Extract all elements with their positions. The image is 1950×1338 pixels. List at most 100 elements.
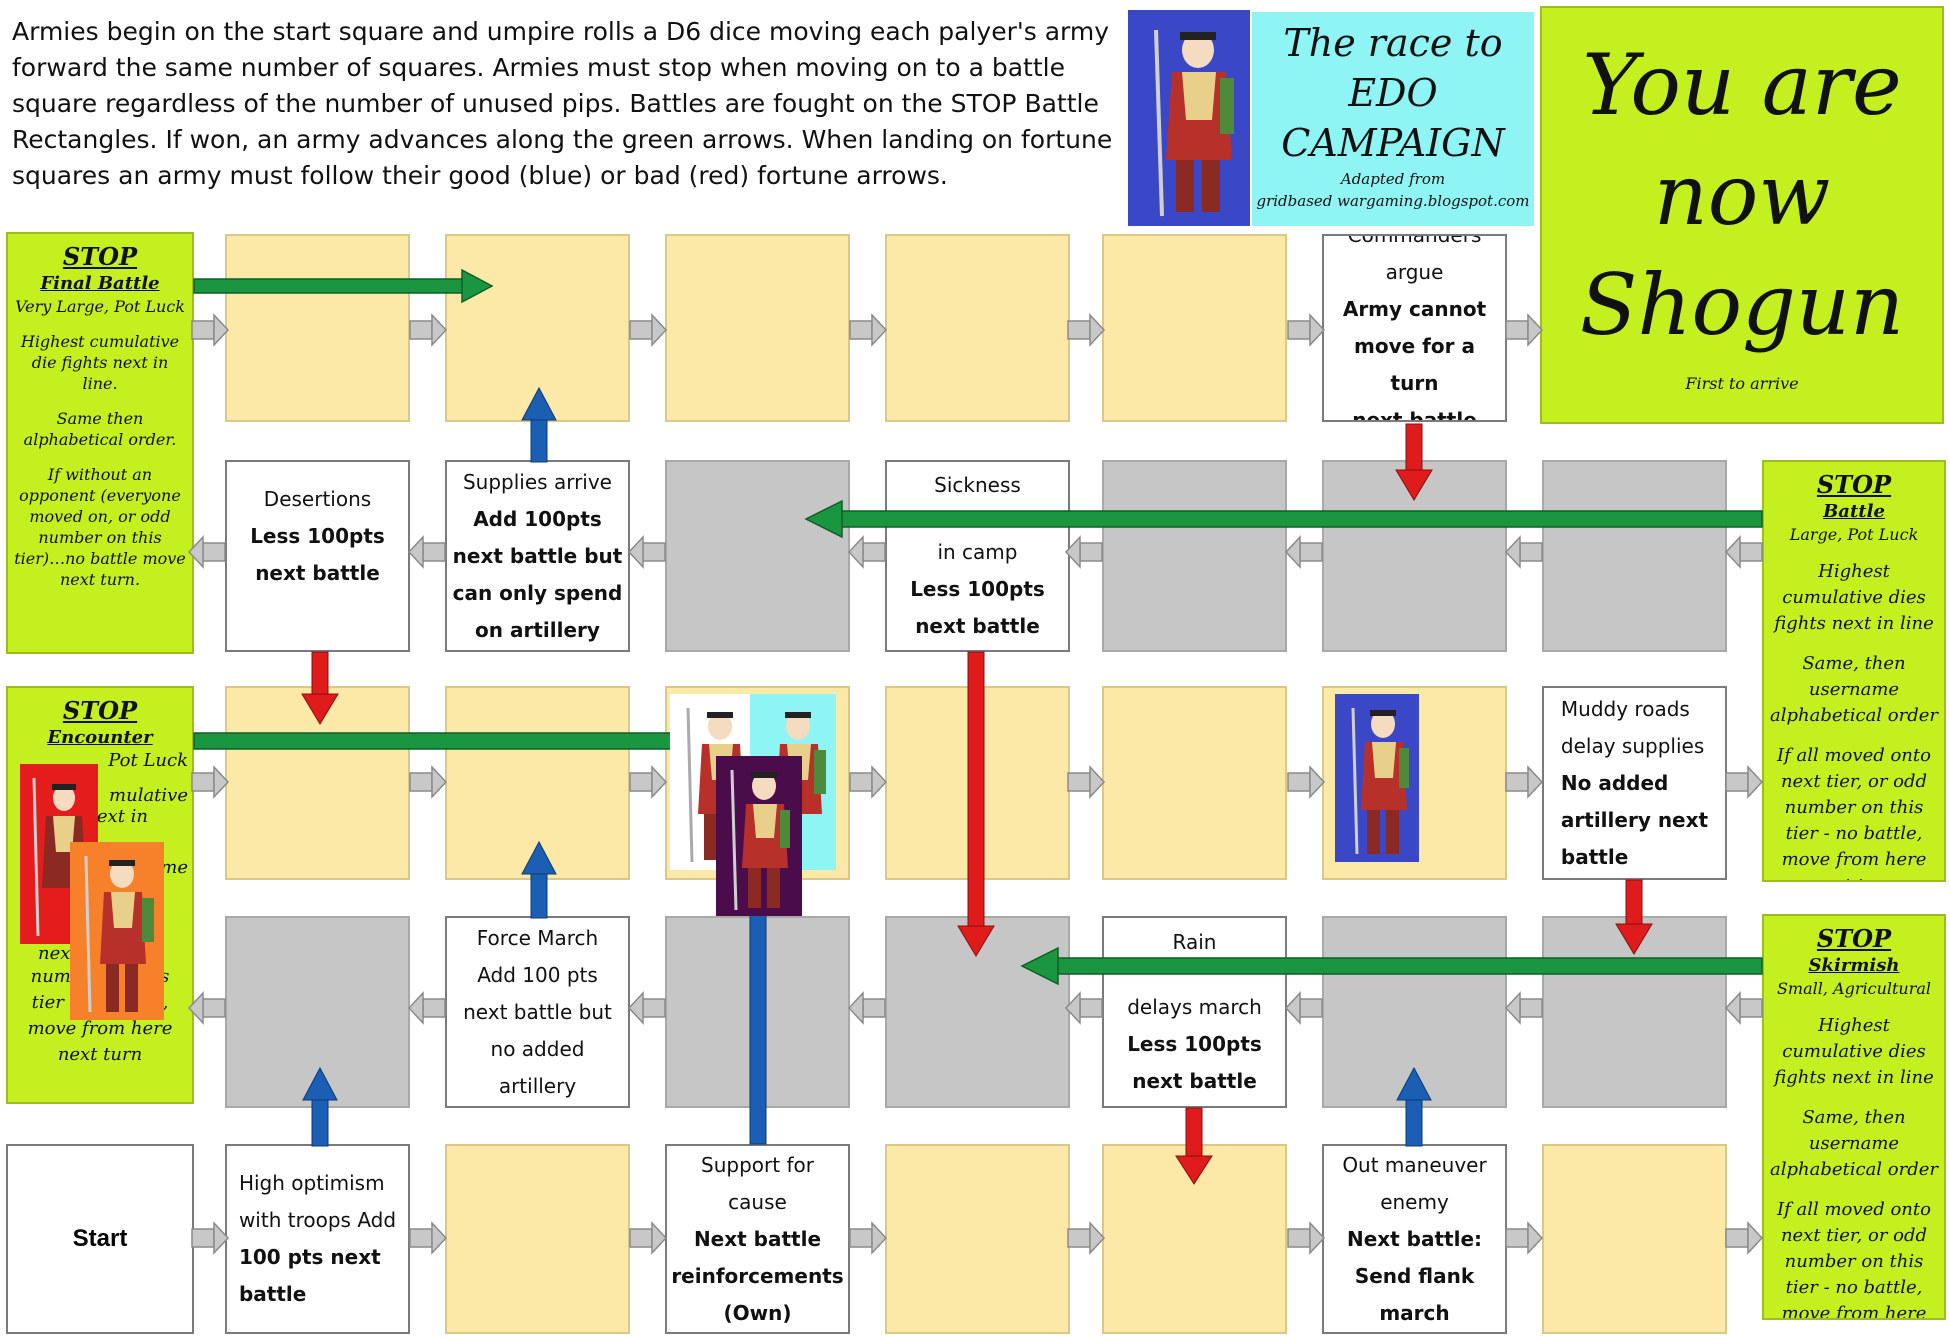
board-square[interactable] bbox=[225, 234, 410, 422]
board-square[interactable] bbox=[1102, 686, 1287, 880]
shogun-line-1: You are bbox=[1582, 36, 1902, 134]
move-arrow-right bbox=[1287, 1222, 1325, 1254]
move-arrow-left bbox=[628, 536, 666, 568]
board-square[interactable] bbox=[665, 234, 850, 422]
finish-square-shogun[interactable]: You are now Shogun First to arrive bbox=[1540, 6, 1944, 424]
move-arrow-left bbox=[408, 536, 446, 568]
army-token-orange[interactable] bbox=[70, 842, 164, 1020]
board-square[interactable] bbox=[665, 460, 850, 652]
move-arrow-right bbox=[1505, 766, 1543, 798]
square-out-maneuver[interactable]: Out maneuver enemy Next battle: Send fla… bbox=[1322, 1144, 1507, 1334]
stop-rule-fragment-5: next bbox=[38, 943, 78, 964]
stop-battle[interactable]: STOP Battle Large, Pot Luck Highest cumu… bbox=[1762, 460, 1946, 882]
stop-rule-1: Highest cumulative dies fights next in l… bbox=[1774, 1015, 1934, 1088]
stop-rule-1: Highest cumulative dies fights next in l… bbox=[1774, 561, 1934, 634]
stop-rule-2: Same then alphabetical order. bbox=[23, 409, 177, 449]
board-square[interactable] bbox=[1102, 460, 1287, 652]
move-arrow-left bbox=[1285, 992, 1323, 1024]
move-arrow-right bbox=[1287, 766, 1325, 798]
square-rain[interactable]: Rain delays march Less 100pts next battl… bbox=[1102, 916, 1287, 1108]
stop-size: Very Large, Pot Luck bbox=[15, 297, 185, 316]
move-arrow-right bbox=[1067, 766, 1105, 798]
square-force-march[interactable]: Force March Add 100 pts next battle but … bbox=[445, 916, 630, 1108]
title-line-1: The race to bbox=[1283, 21, 1503, 65]
square-muddy-roads[interactable]: Muddy roads delay supplies No added arti… bbox=[1542, 686, 1727, 880]
square-high-optimism[interactable]: High optimism with troops Add 100 pts ne… bbox=[225, 1144, 410, 1334]
good-fortune-arrow bbox=[521, 386, 557, 463]
stop-skirmish[interactable]: STOP Skirmish Small, Agricultural Highes… bbox=[1762, 914, 1946, 1320]
move-arrow-left bbox=[848, 992, 886, 1024]
stop-size: Large, Pot Luck bbox=[1789, 525, 1919, 544]
shogun-subtitle: First to arrive bbox=[1685, 374, 1799, 393]
good-fortune-arrow bbox=[1396, 1066, 1432, 1147]
move-arrow-right bbox=[1287, 314, 1325, 346]
move-arrow-left bbox=[1065, 536, 1103, 568]
move-arrow-left bbox=[1505, 536, 1543, 568]
board-square[interactable] bbox=[1542, 1144, 1727, 1334]
title-credit-2: gridbased wargaming.blogspot.com bbox=[1256, 192, 1530, 210]
bad-fortune-arrow bbox=[957, 651, 995, 957]
board-square[interactable] bbox=[885, 1144, 1070, 1334]
board-square[interactable] bbox=[885, 234, 1070, 422]
bad-fortune-arrow bbox=[1395, 423, 1433, 501]
stop-rule-2: Same, then username alphabetical order bbox=[1769, 1107, 1938, 1180]
board-square[interactable] bbox=[1102, 234, 1287, 422]
move-arrow-left bbox=[1725, 992, 1763, 1024]
stop-subheading: Encounter bbox=[47, 727, 153, 748]
move-arrow-right bbox=[191, 1222, 229, 1254]
stop-subheading: Skirmish bbox=[1808, 955, 1900, 976]
square-support-for-cause[interactable]: Support for cause Next battle reinforcem… bbox=[665, 1144, 850, 1334]
stop-rule-2: Same, then username alphabetical order bbox=[1769, 653, 1938, 726]
move-arrow-right bbox=[1725, 1222, 1763, 1254]
bad-fortune-arrow bbox=[1175, 1107, 1213, 1185]
stop-heading: STOP bbox=[62, 242, 138, 271]
title-credit-1: Adapted from bbox=[1340, 170, 1446, 188]
move-arrow-left bbox=[188, 536, 226, 568]
stop-heading: STOP bbox=[62, 696, 138, 725]
stop-rule-1: Highest cumulative die fights next in li… bbox=[20, 332, 180, 393]
move-arrow-right bbox=[1067, 1222, 1105, 1254]
stop-rule-3: If without an opponent (everyone moved o… bbox=[14, 465, 186, 589]
move-arrow-left bbox=[1725, 536, 1763, 568]
rules-text: Armies begin on the start square and ump… bbox=[12, 17, 1113, 190]
move-arrow-right bbox=[191, 314, 229, 346]
stop-subheading: Battle bbox=[1823, 501, 1885, 522]
samurai-portrait-blue bbox=[1128, 10, 1250, 226]
move-arrow-right bbox=[1725, 766, 1763, 798]
army-token-purple[interactable] bbox=[716, 756, 802, 916]
square-start[interactable]: Start bbox=[6, 1144, 194, 1334]
stop-rule-3: If all moved onto next tier, or odd numb… bbox=[1777, 1199, 1931, 1320]
stop-rule-fragment-1: mulative bbox=[109, 785, 188, 806]
move-arrow-left bbox=[408, 992, 446, 1024]
move-arrow-right bbox=[629, 1222, 667, 1254]
stop-final-battle[interactable]: STOP Final Battle Very Large, Pot Luck H… bbox=[6, 232, 194, 654]
move-arrow-left bbox=[1505, 992, 1543, 1024]
square-sickness[interactable]: Sickness in camp Less 100pts next battle bbox=[885, 460, 1070, 652]
stop-rule-fragment-3: me bbox=[160, 857, 188, 878]
square-desertions[interactable]: Desertions Less 100pts next battle bbox=[225, 460, 410, 652]
move-arrow-right bbox=[409, 314, 447, 346]
start-label: Start bbox=[72, 1225, 128, 1252]
move-arrow-right bbox=[1505, 1222, 1543, 1254]
board-square[interactable] bbox=[1542, 460, 1727, 652]
good-fortune-arrow bbox=[521, 840, 557, 919]
move-arrow-right bbox=[1067, 314, 1105, 346]
army-token-blue[interactable] bbox=[1335, 694, 1419, 862]
battle-arrow-large bbox=[804, 499, 1763, 539]
stop-subheading: Final Battle bbox=[40, 273, 160, 294]
move-arrow-right bbox=[849, 314, 887, 346]
battle-arrow-encounter bbox=[193, 732, 675, 750]
good-fortune-arrow bbox=[749, 881, 767, 1145]
move-arrow-right bbox=[191, 766, 229, 798]
move-arrow-left bbox=[188, 992, 226, 1024]
move-arrow-left bbox=[628, 992, 666, 1024]
stop-size: Small, Agricultural bbox=[1776, 979, 1932, 998]
move-arrow-right bbox=[629, 766, 667, 798]
shogun-line-2: now bbox=[1653, 146, 1831, 244]
move-arrow-right bbox=[1505, 314, 1543, 346]
stop-rule-3: If all moved onto next tier, or odd numb… bbox=[1777, 745, 1931, 880]
stop-heading: STOP bbox=[1816, 470, 1892, 499]
square-commanders-argue[interactable]: Commanders argue Army cannot move for a … bbox=[1322, 234, 1507, 422]
